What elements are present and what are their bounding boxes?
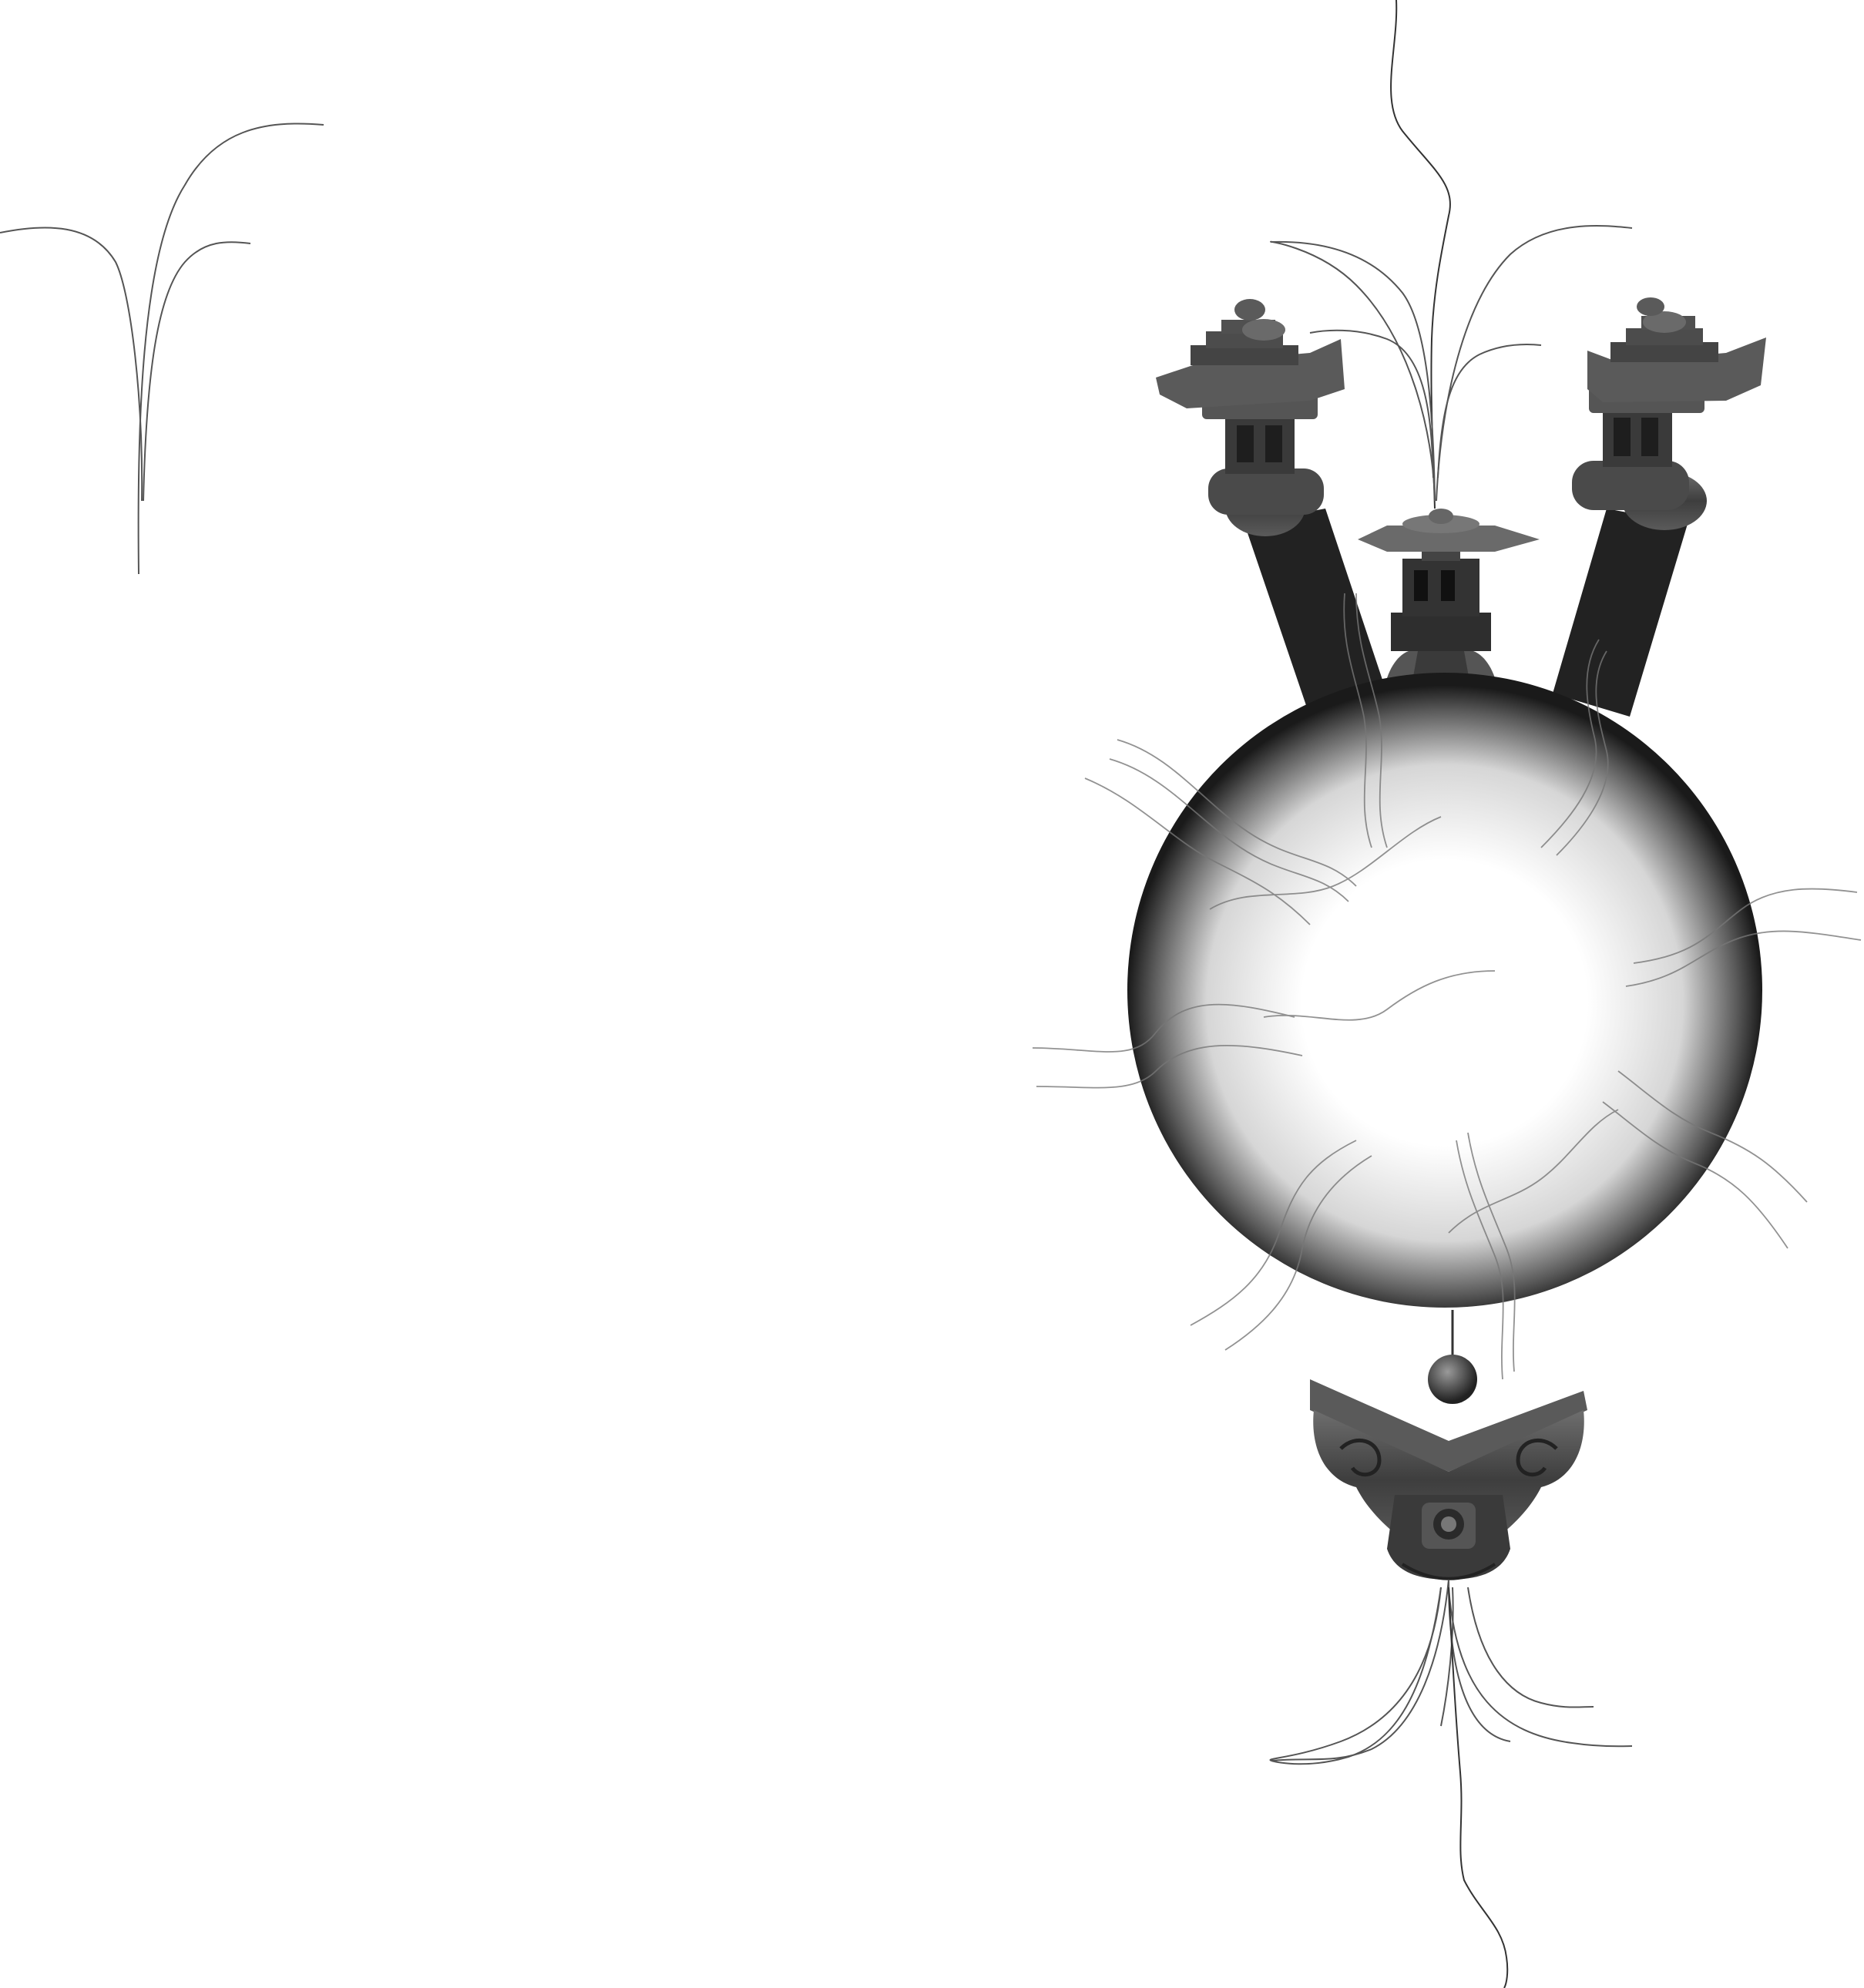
glowing-orb: [1127, 673, 1762, 1308]
bottom-vine: [1448, 1587, 1509, 1988]
hanging-ball: [1428, 1310, 1477, 1404]
bottom-fountain-sprout: [1269, 1579, 1633, 1765]
carved-roof-ornament: [1310, 1379, 1587, 1580]
top-vine: [1390, 0, 1451, 509]
left-pagoda-finial: [1156, 299, 1345, 536]
top-fountain-sprout: [1270, 225, 1633, 502]
stone-lantern: [1358, 509, 1540, 693]
fountain-sprout: [0, 123, 324, 575]
right-pagoda-finial: [1572, 297, 1766, 530]
orb-tendrils: [1032, 593, 1862, 1380]
right-pillar: [1553, 509, 1688, 717]
